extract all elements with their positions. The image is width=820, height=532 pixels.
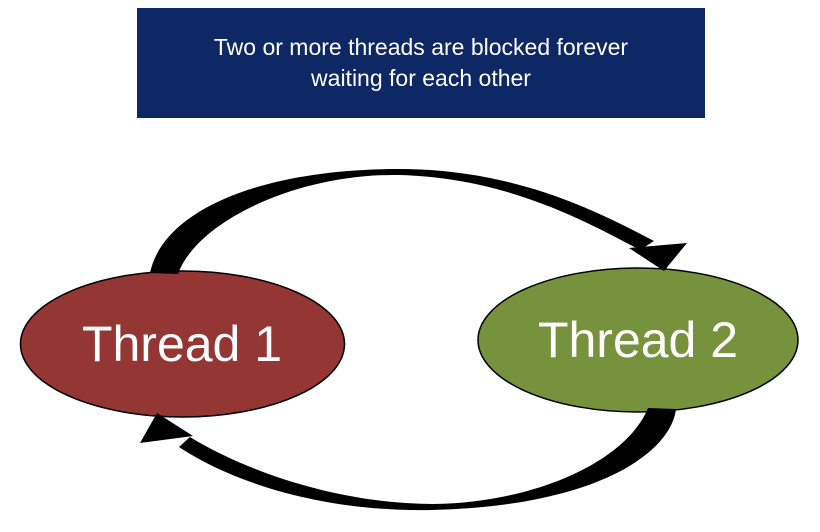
thread1-label: Thread 1 xyxy=(82,316,282,372)
arrow-thread1-to-thread2-shaft xyxy=(150,169,654,274)
caption-banner: Two or more threads are blocked forever … xyxy=(137,8,705,118)
caption-line-2: waiting for each other xyxy=(311,65,531,91)
thread2-label: Thread 2 xyxy=(538,312,738,368)
caption-line-1: Two or more threads are blocked forever xyxy=(213,34,629,60)
arrow-thread1-to-thread2 xyxy=(150,169,687,274)
arrow-thread2-to-thread1 xyxy=(140,408,676,511)
thread2-ellipse xyxy=(477,267,799,413)
thread1-ellipse xyxy=(19,270,346,418)
arrow-thread2-to-thread1-head xyxy=(140,413,193,443)
arrow-thread1-to-thread2-head xyxy=(629,243,687,271)
arrow-thread2-to-thread1-shaft xyxy=(179,408,676,511)
